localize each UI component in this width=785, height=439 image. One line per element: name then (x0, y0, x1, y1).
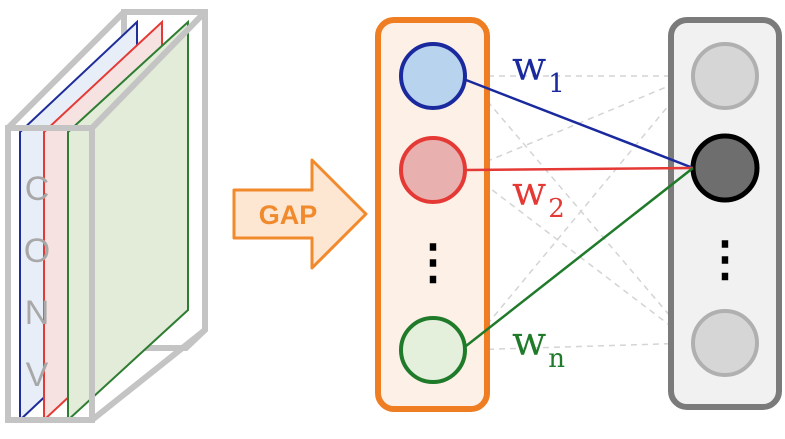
conv-letter: V (26, 356, 49, 394)
weight-label-n: wn (512, 319, 565, 374)
gap-arrow: GAP (232, 158, 368, 270)
faint-connection (465, 342, 694, 351)
conv-box-edge (89, 9, 208, 131)
weight-labels: w1 w2 wn (512, 44, 565, 374)
output-node-n (691, 309, 759, 377)
conv-box-edge (90, 327, 207, 423)
weight-label-2-base: w (512, 169, 546, 215)
pooled-layer: ⋮ (375, 17, 490, 412)
weight-label-1-sub: 1 (548, 69, 565, 99)
faint-connection (465, 169, 694, 344)
weight-label-2-sub: 2 (548, 194, 565, 224)
weighted-connections (465, 78, 694, 347)
weight-label-n-base: w (512, 319, 546, 365)
pooled-layer-frame (375, 17, 490, 412)
gap-label: GAP (259, 200, 318, 230)
pooled-node-1 (399, 42, 467, 110)
conv-block: C O N V (5, 9, 208, 423)
pooled-node-2 (399, 136, 467, 204)
weight-label-2: w2 (512, 169, 565, 224)
conv-letter: O (24, 232, 50, 270)
output-layer-frame (668, 17, 782, 410)
weight-line-n (465, 167, 694, 347)
faint-connection (465, 75, 694, 344)
weight-label-1-base: w (512, 44, 546, 90)
conv-letter: C (25, 170, 50, 208)
output-node-1 (691, 42, 759, 110)
faint-connections (465, 75, 694, 351)
gap-arrow-shape (232, 158, 368, 270)
conv-box-edge (5, 9, 127, 131)
faint-connection (465, 75, 694, 351)
conv-letter: N (25, 294, 50, 332)
weight-line-1 (465, 78, 694, 170)
weight-line-2 (465, 166, 694, 172)
output-node-active (690, 133, 760, 203)
conv-box-front (5, 125, 95, 423)
output-ellipsis: ⋮ (701, 233, 749, 286)
weight-label-n-sub: n (548, 344, 565, 374)
weight-label-1: w1 (512, 44, 565, 99)
pooled-node-n (399, 316, 467, 384)
output-layer: ⋮ (668, 17, 782, 410)
pooled-ellipsis: ⋮ (409, 236, 457, 289)
